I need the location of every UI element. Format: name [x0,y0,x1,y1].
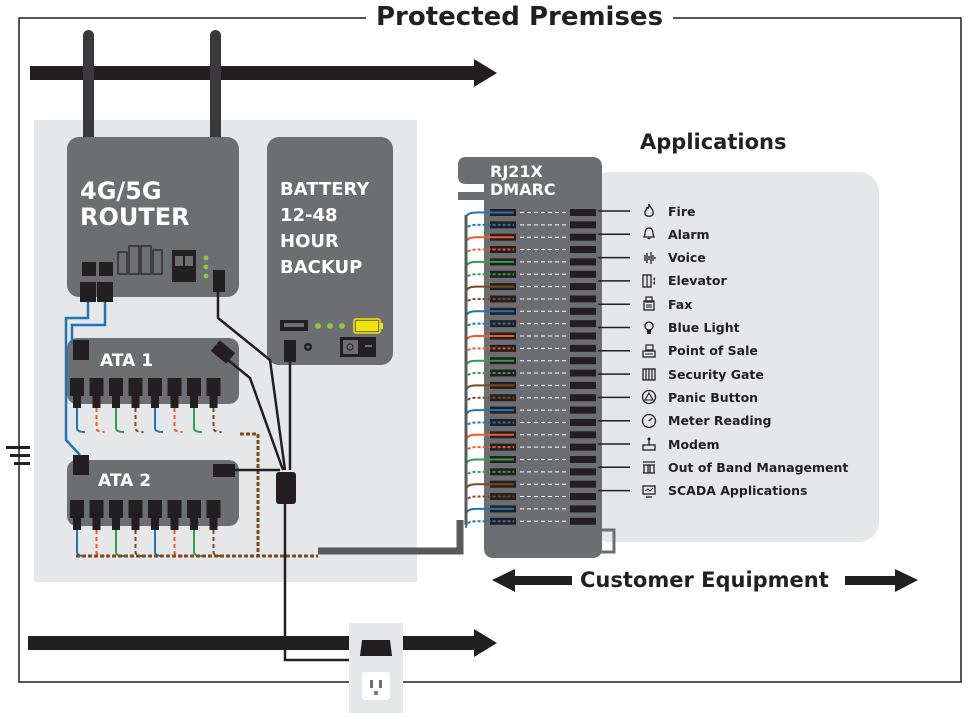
application-item: Fire [640,201,695,221]
panic-button-icon [640,388,658,406]
battery-label-line1: BATTERY [280,179,370,200]
modem-icon [640,435,658,453]
bell-icon [640,225,658,243]
wall-outlet-icon [349,623,403,713]
fax-icon [640,295,658,313]
fire-icon [640,202,658,220]
battery-indicators [280,318,383,357]
router-ports [82,245,209,282]
ethernet-cables [64,282,113,475]
demarc-wires [464,211,514,528]
application-item: Point of Sale [640,341,758,361]
application-item: Fax [640,294,692,314]
application-item: Meter Reading [640,411,772,431]
router-label-line2: ROUTER [80,203,190,231]
application-label: Alarm [668,226,710,242]
application-label: Modem [668,436,720,452]
antenna-left-icon [83,30,94,168]
battery-label-line4: BACKUP [280,257,363,278]
gate-icon [640,365,658,383]
meter-icon [640,412,658,430]
customer-equipment-arrows [492,569,918,592]
cash-register-icon [640,342,658,360]
ata-port-plugs [70,378,221,530]
application-item: Modem [640,434,719,454]
application-item: Alarm [640,224,710,244]
application-label: Out of Band Management [668,459,849,475]
light-bulb-icon [640,319,658,337]
application-item: Elevator [640,271,727,291]
demarc-label-line1: RJ21X [490,162,543,181]
applications-heading: Applications [640,130,787,154]
application-label: SCADA Applications [668,483,808,499]
application-label: Point of Sale [668,343,758,359]
page-title: Protected Premises [366,0,674,34]
voice-wave-icon [640,249,658,267]
application-item: Voice [640,248,706,268]
application-label: Voice [668,250,706,266]
application-item: Security Gate [640,364,764,384]
bottom-arrow [28,629,497,657]
elevator-icon [640,272,658,290]
application-label: Blue Light [668,320,740,335]
ata-wires [76,408,318,558]
ata1-label: ATA 1 [100,351,154,371]
trunk-cable [318,520,464,555]
application-label: Security Gate [668,366,764,382]
battery-label-line3: HOUR [280,231,339,252]
monitor-icon [640,482,658,500]
application-connectors [598,210,630,492]
antenna-right-icon [210,30,221,168]
application-item: Blue Light [640,318,740,338]
application-label: Fire [668,203,696,219]
ata2-label: ATA 2 [98,471,152,491]
application-label: Meter Reading [668,413,772,429]
application-item: Panic Button [640,387,758,407]
ground-symbol-icon [6,446,30,465]
battery-box [267,137,393,365]
application-item: Out of Band Management [640,457,848,477]
top-arrow [30,59,497,87]
battery-label-line2: 12-48 [280,205,338,226]
application-label: Panic Button [668,389,759,405]
demarc-label-line2: DMARC [490,180,556,199]
server-icon [640,458,658,476]
customer-equipment-label: Customer Equipment [580,568,829,592]
application-item: SCADA Applications [640,481,807,501]
applications-panel [590,172,879,542]
router-label-line1: 4G/5G [80,177,162,205]
application-label: Elevator [668,273,727,289]
application-label: Fax [668,296,693,312]
